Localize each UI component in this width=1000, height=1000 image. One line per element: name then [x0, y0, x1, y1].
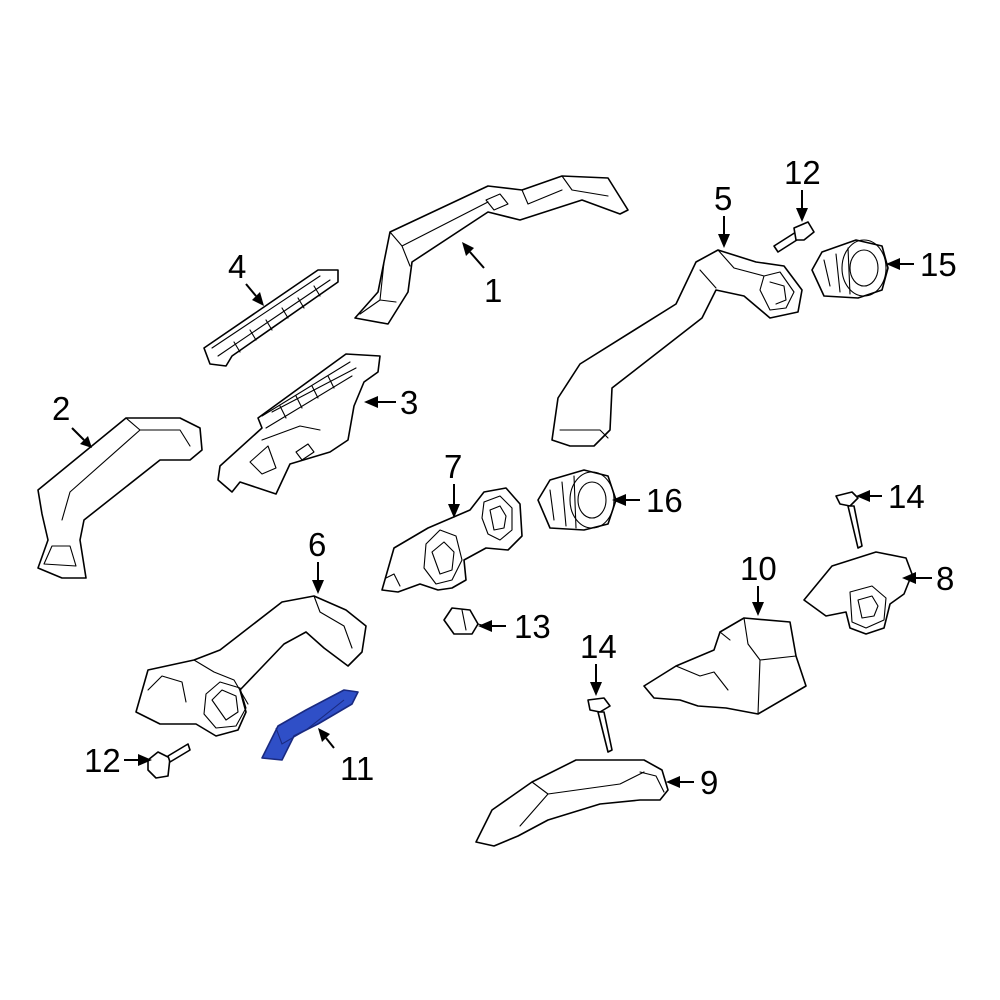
- part-15-vent: [811, 239, 889, 299]
- callout-13[interactable]: 13: [514, 608, 551, 645]
- part-14-clip-lower: [587, 697, 613, 753]
- callout-2[interactable]: 2: [52, 390, 70, 427]
- part-4-grille: [203, 269, 339, 367]
- callout-7[interactable]: 7: [444, 448, 462, 485]
- callout-16[interactable]: 16: [646, 482, 683, 519]
- callout-12-lower[interactable]: 12: [84, 742, 121, 779]
- part-6-duct: [135, 595, 367, 737]
- callout-1[interactable]: 1: [484, 272, 502, 309]
- callout-6[interactable]: 6: [308, 526, 326, 563]
- part-1-duct: [354, 175, 629, 325]
- callout-9[interactable]: 9: [700, 764, 718, 801]
- leader-lines: [71, 190, 932, 788]
- part-2-duct: [37, 417, 203, 579]
- callout-5[interactable]: 5: [714, 180, 732, 217]
- callout-12-upper[interactable]: 12: [784, 154, 821, 191]
- part-5-duct: [551, 249, 803, 447]
- callout-3[interactable]: 3: [400, 384, 418, 421]
- part-14-clip-upper: [835, 491, 863, 549]
- part-16-vent: [537, 469, 617, 531]
- callout-10[interactable]: 10: [740, 550, 777, 587]
- callout-11[interactable]: 11: [340, 750, 374, 787]
- callout-14-lower[interactable]: 14: [580, 628, 617, 665]
- callout-15[interactable]: 15: [920, 246, 957, 283]
- callout-4[interactable]: 4: [228, 248, 246, 285]
- part-7-vent-housing: [381, 487, 523, 593]
- callout-labels: 1 2 3 4 5 6 7 8 9 10 11 12 12 13 14 14 1…: [52, 154, 957, 801]
- part-9-duct: [475, 759, 669, 847]
- part-12-screw-upper: [773, 221, 815, 253]
- callout-14-upper[interactable]: 14: [888, 478, 925, 515]
- part-3-vent: [217, 353, 381, 495]
- part-13-knob: [443, 607, 487, 635]
- part-10-duct: [643, 617, 807, 715]
- part-8-duct: [803, 551, 913, 635]
- part-12-screw-lower: [147, 743, 191, 779]
- callout-8[interactable]: 8: [936, 560, 954, 597]
- part-11-bracket: [261, 689, 359, 761]
